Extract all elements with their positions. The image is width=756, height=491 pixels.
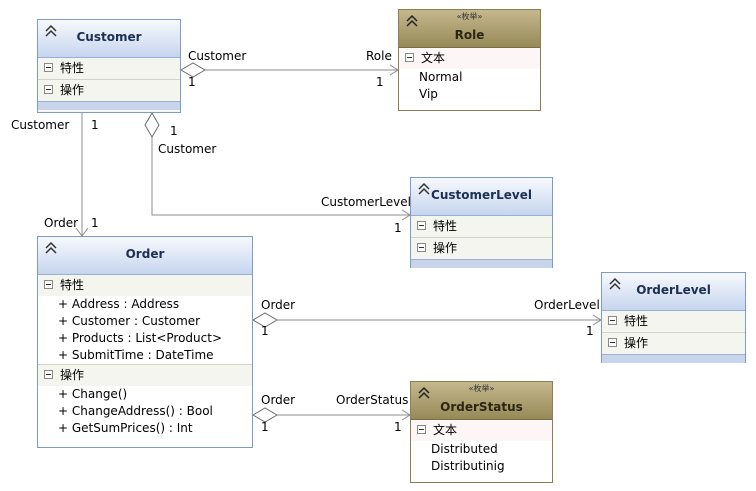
order-status-enum-title: OrderStatus <box>440 400 523 414</box>
order-status-target-mult: 1 <box>394 420 402 434</box>
section-label: 操作 <box>60 83 85 97</box>
order-operation[interactable]: + ChangeAddress() : Bool <box>38 403 252 420</box>
customer-role-aggregation-diamond <box>180 62 206 78</box>
order-class-title: Order <box>125 247 165 261</box>
customer-level-source-role: Customer <box>158 142 217 156</box>
customer-order-source-role: Customer <box>11 118 70 132</box>
collapse-toggle-icon[interactable] <box>44 370 53 379</box>
order-class-header[interactable]: Order <box>38 237 252 275</box>
customer-level-operations-section[interactable]: 操作 <box>411 237 552 259</box>
section-label: 操作 <box>624 336 649 350</box>
order-attribute[interactable]: + Address : Address <box>38 296 252 313</box>
section-label: 特性 <box>60 278 85 292</box>
order-level-target-role: OrderLevel <box>534 298 600 312</box>
collapse-toggle-icon[interactable] <box>417 425 426 434</box>
customer-class-title: Customer <box>76 30 142 44</box>
order-status-source-role: Order <box>261 393 296 407</box>
order-attribute[interactable]: + Customer : Customer <box>38 313 252 330</box>
customer-level-target-mult: 1 <box>394 221 402 235</box>
role-values-section[interactable]: 文本 <box>399 48 540 69</box>
customer-level-target-role: CustomerLevel <box>321 195 411 209</box>
class-footer <box>602 354 745 363</box>
order-status-target-role: OrderStatus <box>336 393 409 407</box>
customer-level-aggregation-diamond <box>144 112 160 138</box>
section-label: 特性 <box>433 219 458 233</box>
collapse-toggle-icon[interactable] <box>417 221 426 230</box>
section-label: 文本 <box>433 423 458 437</box>
order-level-source-role: Order <box>261 298 296 312</box>
customer-operations-section[interactable]: 操作 <box>38 79 180 101</box>
role-enum[interactable]: «枚举» Role 文本 Normal Vip <box>398 9 541 111</box>
collapse-toggle-icon[interactable] <box>405 53 414 62</box>
section-label: 特性 <box>624 314 649 328</box>
enum-value[interactable]: Normal <box>399 69 540 86</box>
collapse-toggle-icon[interactable] <box>417 243 426 252</box>
order-level-aggregation-diamond <box>252 312 278 328</box>
order-status-source-mult: 1 <box>261 420 269 434</box>
section-label: 操作 <box>60 368 85 382</box>
collapse-chevron-icon[interactable] <box>44 24 58 38</box>
customer-level-class[interactable]: CustomerLevel 特性 操作 <box>410 177 553 268</box>
collapse-toggle-icon[interactable] <box>608 338 617 347</box>
order-attributes-section[interactable]: 特性 <box>38 275 252 296</box>
section-label: 特性 <box>60 61 85 75</box>
order-attribute[interactable]: + Products : List<Product> <box>38 330 252 347</box>
customer-order-source-mult: 1 <box>91 118 99 132</box>
order-level-class-title: OrderLevel <box>636 283 711 297</box>
enum-value[interactable]: Distributinig <box>411 458 552 475</box>
customer-level-line <box>151 137 410 216</box>
order-level-class-header[interactable]: OrderLevel <box>602 273 745 311</box>
enum-value[interactable]: Distributed <box>411 441 552 458</box>
order-level-class[interactable]: OrderLevel 特性 操作 <box>601 272 746 363</box>
customer-role-source-mult: 1 <box>188 75 196 89</box>
order-status-aggregation-diamond <box>252 407 278 423</box>
collapse-chevron-icon[interactable] <box>44 241 58 255</box>
customer-class-header[interactable]: Customer <box>38 20 180 58</box>
customer-attributes-section[interactable]: 特性 <box>38 58 180 79</box>
customer-level-class-header[interactable]: CustomerLevel <box>411 178 552 216</box>
order-level-source-mult: 1 <box>261 324 269 338</box>
order-operation[interactable]: + Change() <box>38 386 252 403</box>
order-status-stereotype: «枚举» <box>468 384 495 393</box>
collapse-toggle-icon[interactable] <box>44 85 53 94</box>
order-operations-section[interactable]: 操作 <box>38 364 252 386</box>
order-status-enum-header[interactable]: «枚举» OrderStatus <box>411 382 552 420</box>
class-footer <box>38 101 180 110</box>
customer-class[interactable]: Customer 特性 操作 <box>37 19 181 113</box>
order-class[interactable]: Order 特性 + Address : Address + Customer … <box>37 236 253 448</box>
order-level-target-mult: 1 <box>586 324 594 338</box>
order-operation[interactable]: + GetSumPrices() : Int <box>38 420 252 437</box>
customer-role-target-mult: 1 <box>376 75 384 89</box>
collapse-toggle-icon[interactable] <box>44 280 53 289</box>
customer-order-target-role: Order <box>44 216 79 230</box>
customer-role-source-role: Customer <box>188 49 247 63</box>
section-label: 文本 <box>421 51 446 65</box>
order-attribute[interactable]: + SubmitTime : DateTime <box>38 347 252 364</box>
order-status-enum[interactable]: «枚举» OrderStatus 文本 Distributed Distribu… <box>410 381 553 483</box>
role-enum-header[interactable]: «枚举» Role <box>399 10 540 48</box>
collapse-chevron-icon[interactable] <box>417 386 431 400</box>
customer-level-class-title: CustomerLevel <box>431 188 532 202</box>
order-level-attributes-section[interactable]: 特性 <box>602 311 745 332</box>
enum-value[interactable]: Vip <box>399 86 540 103</box>
customer-order-target-mult: 1 <box>91 216 99 230</box>
collapse-chevron-icon[interactable] <box>417 182 431 196</box>
customer-role-target-role: Role <box>366 49 392 63</box>
customer-level-attributes-section[interactable]: 特性 <box>411 216 552 237</box>
order-level-operations-section[interactable]: 操作 <box>602 332 745 354</box>
section-label: 操作 <box>433 241 458 255</box>
collapse-toggle-icon[interactable] <box>608 316 617 325</box>
order-status-values-section[interactable]: 文本 <box>411 420 552 441</box>
role-enum-title: Role <box>454 28 485 42</box>
collapse-chevron-icon[interactable] <box>405 14 419 28</box>
customer-level-source-mult: 1 <box>170 124 178 138</box>
collapse-toggle-icon[interactable] <box>44 63 53 72</box>
collapse-chevron-icon[interactable] <box>608 277 622 291</box>
class-footer <box>411 259 552 268</box>
role-stereotype: «枚举» <box>456 12 483 21</box>
